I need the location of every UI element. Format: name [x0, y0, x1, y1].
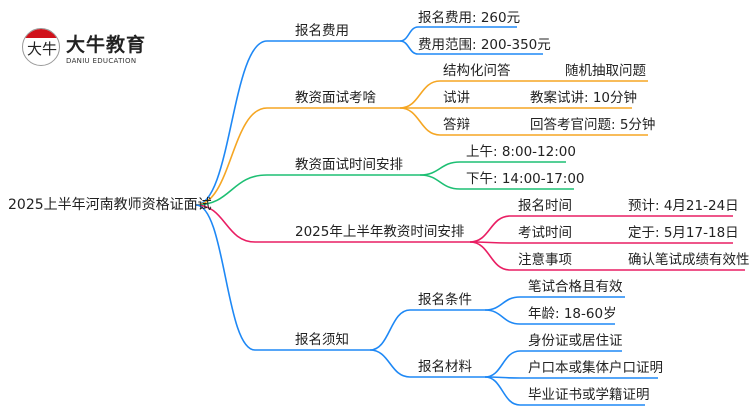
node-exam-content[interactable]: 教资面试考啥 [295, 90, 376, 106]
node-conditions[interactable]: 报名条件 [418, 292, 472, 308]
node-notes[interactable]: 注意事项 [518, 252, 572, 268]
node-exam-time[interactable]: 考试时间 [518, 225, 572, 241]
logo: 大牛 大牛教育 DANIU EDUCATION [22, 28, 146, 66]
link-structured [399, 80, 648, 109]
link-fee-amount [399, 26, 517, 42]
node-fee[interactable]: 报名费用 [295, 23, 349, 39]
logo-subtitle: DANIU EDUCATION [66, 56, 137, 65]
link-morning [419, 161, 566, 176]
node-2025-schedule[interactable]: 2025年上半年教资时间安排 [295, 224, 465, 240]
link-cond-age [484, 309, 615, 325]
node-defense-value[interactable]: 回答考官问题: 5分钟 [530, 117, 656, 133]
node-condition-written[interactable]: 笔试合格且有效 [528, 279, 623, 295]
node-notes-value[interactable]: 确认笔试成绩有效性 [628, 252, 750, 268]
node-structured-qa[interactable]: 结构化问答 [443, 63, 511, 79]
node-material-diploma[interactable]: 毕业证书或学籍证明 [528, 387, 650, 403]
node-registration-time[interactable]: 报名时间 [518, 198, 572, 214]
node-fee-amount[interactable]: 报名费用: 260元 [418, 10, 521, 26]
node-interview-schedule[interactable]: 教资面试时间安排 [295, 157, 403, 173]
link-fee-range [399, 40, 543, 55]
link-conditions [369, 309, 485, 351]
logo-mark-icon: 大牛 [22, 28, 60, 66]
node-trial-lecture-value[interactable]: 教案试讲: 10分钟 [530, 90, 638, 106]
logo-name: 大牛教育 [66, 33, 147, 56]
link-afternoon [419, 174, 574, 190]
node-materials[interactable]: 报名材料 [418, 359, 472, 375]
node-morning[interactable]: 上午: 8:00-12:00 [466, 144, 576, 160]
link-materials [369, 349, 485, 378]
node-structured-qa-value[interactable]: 随机抽取问题 [565, 63, 646, 79]
node-registration-time-value[interactable]: 预计: 4月21-24日 [628, 198, 739, 214]
root-node[interactable]: 2025上半年河南教师资格证面试 [8, 197, 212, 213]
link-notes [469, 241, 745, 271]
link-mat-id [484, 350, 622, 378]
link-mat-diploma [484, 376, 645, 406]
node-fee-range[interactable]: 费用范围: 200-350元 [418, 37, 551, 53]
link-2025-schedule [195, 204, 470, 243]
node-afternoon[interactable]: 下午: 14:00-17:00 [466, 171, 585, 187]
link-exam-content [195, 107, 400, 206]
node-exam-time-value[interactable]: 定于: 5月17-18日 [628, 225, 739, 241]
link-reg-time [469, 215, 733, 243]
node-condition-age[interactable]: 年龄: 18-60岁 [528, 306, 617, 322]
link-cond-written [484, 296, 625, 311]
link-mat-hukou [484, 376, 658, 379]
link-notice [195, 204, 370, 351]
link-interview-schedule [195, 174, 420, 206]
link-defense [399, 107, 648, 136]
node-trial-lecture[interactable]: 试讲 [443, 90, 470, 106]
link-exam-time [469, 241, 733, 244]
node-material-id[interactable]: 身份证或居住证 [528, 333, 623, 349]
node-material-hukou[interactable]: 户口本或集体户口证明 [528, 360, 663, 376]
link-fee [195, 40, 400, 206]
node-registration-notice[interactable]: 报名须知 [295, 332, 349, 348]
node-defense[interactable]: 答辩 [443, 117, 470, 133]
